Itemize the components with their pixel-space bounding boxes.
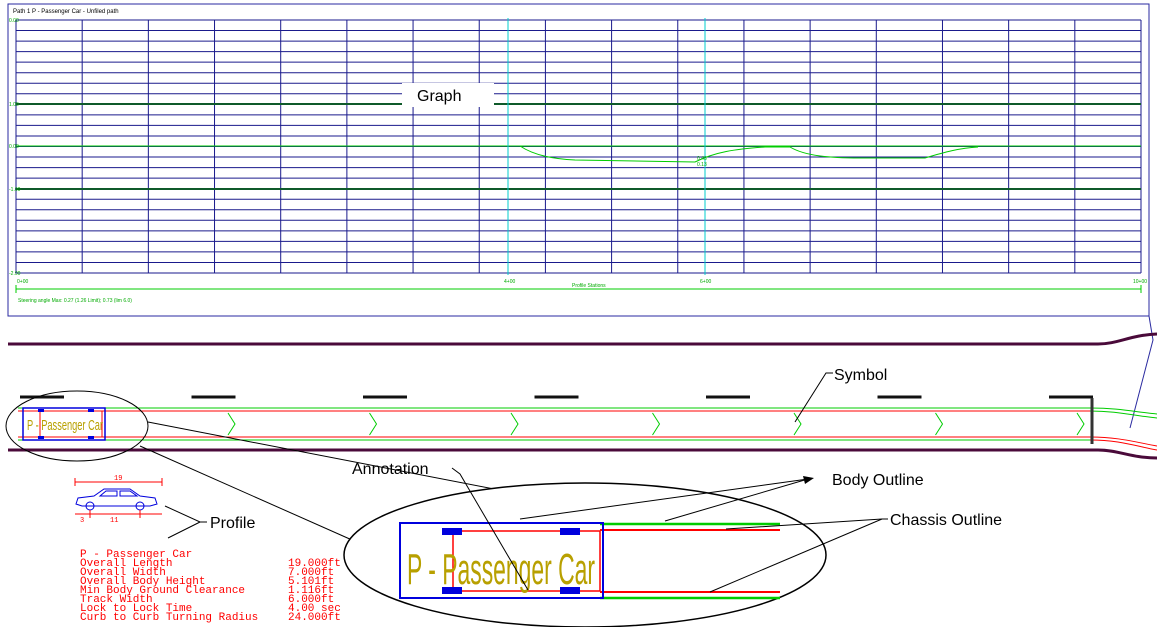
zoom-detail: P - Passenger Car: [343, 482, 827, 627]
spec-label: Overall Length: [80, 558, 172, 570]
arrowhead-icon: [803, 476, 814, 484]
x-label-start: 0+00: [17, 279, 28, 285]
profile-dim-length: 19: [114, 475, 122, 483]
direction-chevron-icon: [935, 412, 944, 436]
spec-label: Min Body Ground Clearance: [80, 585, 245, 597]
annotation-leader: [451, 467, 529, 591]
spec-value: 6.000ft: [288, 594, 334, 606]
road-plan: P - Passenger Car: [5, 332, 1157, 462]
symbol-leader: [794, 372, 833, 423]
wheel-icon: [38, 436, 44, 439]
graph-leader-line: [1129, 315, 1154, 429]
spec-value: 5.101ft: [288, 576, 334, 588]
spec-label: Track Width: [80, 594, 153, 606]
direction-chevron-icon: [227, 412, 236, 436]
steering-curve: [519, 145, 979, 163]
y-label-lower: -1.00: [9, 187, 21, 193]
direction-chevron-icon: [510, 412, 519, 436]
direction-chevron-icon: [1076, 412, 1085, 436]
body-outline-leader-a: [519, 478, 809, 520]
spec-label: Overall Width: [80, 567, 166, 579]
graph-callout: Graph: [417, 88, 461, 105]
symbol-highlight-ellipse: [5, 390, 149, 462]
road-bottom-edge: [8, 448, 1157, 460]
profile-dim-wheelbase: 11: [110, 517, 118, 525]
marker-value-a: 0.43: [697, 156, 707, 162]
zoom-connector-top: [147, 421, 521, 495]
y-label-bottom: -2.00: [9, 271, 21, 277]
vehicle-label-zoom: P - Passenger Car: [407, 545, 595, 594]
profile-callout: Profile: [210, 515, 255, 532]
body-outline-callout: Body Outline: [832, 472, 924, 489]
wheel-icon: [88, 409, 94, 412]
spec-label: Curb to Curb Turning Radius: [80, 612, 258, 624]
x-label-mark1: 4+00: [504, 279, 515, 285]
annotation-callout: Annotation: [352, 461, 429, 478]
spec-label: Overall Body Height: [80, 576, 205, 588]
path-curve-end-top: [1089, 407, 1157, 419]
graph-title: Path 1 P - Passenger Car - Unfiled path: [13, 9, 119, 15]
chassis-outline-leader-b: [709, 518, 883, 593]
marker-value-b: 0.13: [697, 162, 707, 168]
car-profile-icon: [75, 488, 158, 507]
profile-leader: [164, 505, 207, 539]
vehicle-spec-table: P - Passenger Car Overall Length 19.000ft…: [80, 549, 341, 624]
spec-value: 7.000ft: [288, 567, 334, 579]
zoom-wheel-icon: [560, 528, 580, 535]
body-outline-leader-b: [664, 478, 809, 522]
profile-dim-overhang: 3: [80, 517, 84, 525]
zoom-wheel-icon: [442, 587, 462, 594]
direction-chevron-icon: [652, 412, 661, 436]
direction-chevron-icon: [793, 412, 802, 436]
vehicle-symbol-box: [22, 407, 106, 441]
y-label-center: 0.00: [9, 144, 19, 150]
spec-value: 4.00 sec: [288, 603, 341, 615]
path-curve-end-bottom: [1089, 436, 1157, 451]
zoom-wheel-icon: [442, 528, 462, 535]
station-axis-title: Profile Stations: [572, 283, 606, 289]
spec-value: 1.116ft: [288, 585, 334, 597]
vehicle-label-small: P - Passenger Car: [27, 417, 103, 434]
spec-label: Lock to Lock Time: [80, 603, 192, 615]
wheel-icon: [38, 409, 44, 412]
y-label-upper: 1.00: [9, 102, 19, 108]
zoom-symbol-box: [399, 522, 604, 599]
zoom-wheel-icon: [560, 587, 580, 594]
road-top-edge: [8, 332, 1157, 346]
vehicle-profile: 19 3 11: [74, 475, 163, 525]
vehicle-symbol-chassis: [39, 410, 103, 438]
y-label-top: 0.00: [9, 18, 19, 24]
callouts: Symbol Annotation Body Outline Chassis O…: [164, 367, 1002, 593]
spec-value: 24.000ft: [288, 612, 341, 624]
graph-panel: Path 1 P - Passenger Car - Unfiled path …: [7, 3, 1150, 317]
x-label-mark2: 6+00: [700, 279, 711, 285]
symbol-callout: Symbol: [834, 367, 887, 384]
wheel-icon: [88, 436, 94, 439]
spec-value: 19.000ft: [288, 558, 341, 570]
direction-chevron-icon: [369, 412, 378, 436]
zoom-chassis-box: [452, 530, 601, 592]
graph-callout-bg: [402, 83, 494, 107]
chassis-outline-callout: Chassis Outline: [890, 512, 1002, 529]
zoom-connector-bottom: [139, 445, 353, 541]
graph-footnote: Steering angle Max: 0.27 (1.26 Limit); 0…: [18, 298, 132, 304]
x-label-end: 10+00: [1133, 279, 1147, 285]
spec-title: P - Passenger Car: [80, 549, 192, 561]
direction-chevrons: [227, 412, 1085, 436]
